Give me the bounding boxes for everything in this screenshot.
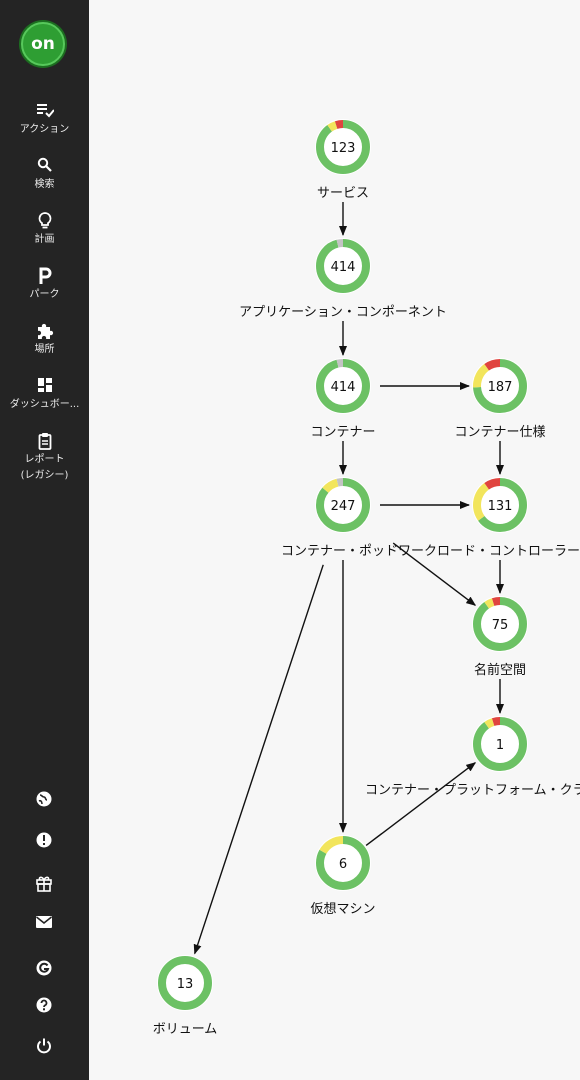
edge-virtual-machine-to-container-platform bbox=[365, 762, 477, 847]
node-count: 6 bbox=[339, 857, 347, 872]
node-label: コンテナー・ポッドワークロード・コントローラー bbox=[281, 544, 580, 559]
nav-park[interactable]: パーク bbox=[0, 267, 89, 303]
nav-reports-label: レポート bbox=[24, 454, 65, 465]
status-ring-major bbox=[473, 359, 527, 413]
topology-canvas[interactable]: 123 サービス 414 アプリケーション・コンポーネント 414 コンテナー 187 コンテ… bbox=[89, 0, 580, 1080]
nav-plan-label: 計画 bbox=[34, 234, 55, 245]
nav-dashboard[interactable]: ダッシュボー... bbox=[0, 377, 89, 413]
power-icon[interactable] bbox=[32, 1037, 56, 1057]
node-app-component[interactable]: 414 アプリケーション・コンポーネント bbox=[239, 238, 447, 320]
nav-places[interactable]: 場所 bbox=[0, 322, 89, 358]
node-count: 247 bbox=[331, 499, 356, 514]
node-count: 414 bbox=[331, 260, 356, 275]
node-namespace[interactable]: 75 名前空間 bbox=[472, 596, 528, 678]
status-ring-minor bbox=[473, 359, 527, 413]
status-ring-major bbox=[473, 478, 527, 532]
node-count: 1 bbox=[496, 738, 504, 753]
node-label: アプリケーション・コンポーネント bbox=[239, 305, 447, 320]
nav-reports-legacy[interactable]: レポート (レガシー) bbox=[0, 432, 89, 484]
gift-icon[interactable] bbox=[32, 874, 56, 894]
status-ring-unknown bbox=[316, 359, 370, 413]
nav-park-label: パーク bbox=[29, 289, 60, 300]
node-label: サービス bbox=[317, 186, 369, 201]
status-ring-major bbox=[473, 717, 527, 771]
supply-chain-graph: 123 サービス 414 アプリケーション・コンポーネント 414 コンテナー 187 コンテ… bbox=[153, 119, 580, 1037]
status-ring-major bbox=[473, 597, 527, 651]
puzzle-icon bbox=[0, 322, 89, 342]
edge-workload-controller-to-namespace bbox=[392, 542, 477, 606]
status-ring-normal bbox=[158, 956, 212, 1010]
node-count: 131 bbox=[488, 499, 513, 514]
nav-dashboard-label: ダッシュボー... bbox=[9, 399, 80, 410]
node-count: 187 bbox=[488, 380, 513, 395]
node-container-spec[interactable]: 187 コンテナー仕様 bbox=[454, 358, 546, 440]
lightbulb-icon bbox=[0, 212, 89, 232]
nav-reports-sublabel: (レガシー) bbox=[20, 470, 69, 481]
action-list-icon bbox=[0, 102, 89, 122]
alert-icon[interactable] bbox=[32, 831, 56, 851]
node-count: 13 bbox=[177, 977, 194, 992]
node-volume[interactable]: 13 ボリューム bbox=[153, 955, 218, 1037]
globe-icon[interactable] bbox=[32, 790, 56, 810]
nav-actions-label: アクション bbox=[19, 124, 70, 135]
node-label: コンテナー仕様 bbox=[454, 425, 545, 440]
status-ring-unknown bbox=[316, 239, 370, 293]
parking-icon bbox=[0, 267, 89, 287]
clipboard-icon bbox=[0, 432, 89, 452]
status-ring-minor bbox=[316, 836, 370, 890]
node-label: ボリューム bbox=[153, 1022, 218, 1037]
nav-actions[interactable]: アクション bbox=[0, 102, 89, 138]
nav-places-label: 場所 bbox=[34, 344, 55, 355]
node-label: コンテナー bbox=[310, 425, 375, 440]
help-icon[interactable] bbox=[32, 996, 56, 1016]
node-virtual-machine[interactable]: 6 仮想マシン bbox=[310, 835, 376, 917]
mail-icon[interactable] bbox=[32, 914, 56, 934]
node-label: コンテナー・プラットフォーム・クラスター bbox=[365, 783, 580, 798]
node-label: 名前空間 bbox=[474, 662, 526, 678]
node-workload-controller-spec[interactable]: 131 bbox=[472, 477, 528, 533]
search-icon bbox=[0, 157, 89, 177]
node-count: 414 bbox=[331, 380, 356, 395]
sidebar: on アクション 検索 計画 パーク 場所 ダッシュボー... bbox=[0, 0, 89, 1080]
node-count: 75 bbox=[492, 618, 509, 633]
node-service[interactable]: 123 サービス bbox=[315, 119, 371, 201]
nav-search-label: 検索 bbox=[34, 179, 55, 190]
status-ring-minor bbox=[473, 478, 527, 532]
nav-plan[interactable]: 計画 bbox=[0, 212, 89, 248]
edge-workload-controller-to-volume bbox=[193, 564, 324, 955]
status-ring-major bbox=[316, 120, 370, 174]
node-container-platform[interactable]: 1 コンテナー・プラットフォーム・クラスター bbox=[365, 716, 580, 798]
node-count: 123 bbox=[331, 141, 356, 156]
dashboard-icon bbox=[0, 377, 89, 397]
node-label: 仮想マシン bbox=[310, 901, 375, 917]
node-workload-controller[interactable]: 247 コンテナー・ポッドワークロード・コントローラー bbox=[281, 477, 580, 559]
app-logo[interactable]: on bbox=[21, 22, 65, 66]
nav-search[interactable]: 検索 bbox=[0, 157, 89, 193]
g-icon[interactable] bbox=[32, 959, 56, 979]
node-container[interactable]: 414 コンテナー bbox=[310, 358, 376, 440]
status-ring-unknown bbox=[316, 478, 370, 532]
